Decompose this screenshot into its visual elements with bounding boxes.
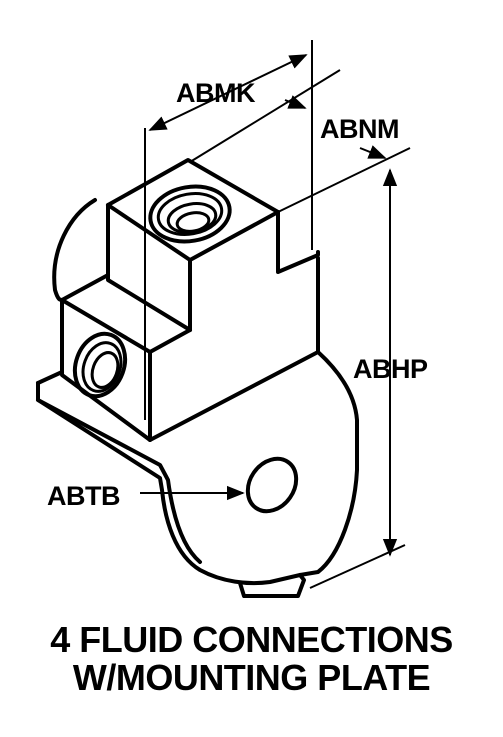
abmk-dimension-line — [148, 54, 308, 131]
plate-edge — [36, 370, 64, 385]
upper-block-top — [106, 158, 280, 262]
abnm-label: ABNM — [320, 114, 400, 144]
fluid-connector-drawing — [36, 40, 411, 598]
abmk-label: ABMK — [176, 78, 256, 108]
abhp-label: ABHP — [353, 354, 428, 384]
abnm-leader — [284, 95, 307, 109]
mounting-plate — [36, 350, 359, 586]
step-notch — [276, 210, 320, 274]
abnm-extension — [189, 69, 341, 163]
caption-line-1: 4 FLUID CONNECTIONS — [50, 619, 453, 660]
rear-boss — [52, 198, 97, 302]
step-edge — [148, 328, 192, 354]
abtb-label: ABTB — [47, 481, 121, 511]
abnm-leader-2 — [359, 145, 387, 159]
side-port-outer — [72, 331, 128, 399]
top-port-outer — [148, 184, 232, 244]
caption-line-2: W/MOUNTING PLATE — [72, 657, 431, 698]
mounting-hole — [245, 456, 299, 514]
lower-block-top-left — [60, 273, 110, 302]
abhp-extension-top — [277, 147, 411, 213]
plate-lip — [36, 398, 202, 564]
plate-foot — [238, 573, 306, 598]
